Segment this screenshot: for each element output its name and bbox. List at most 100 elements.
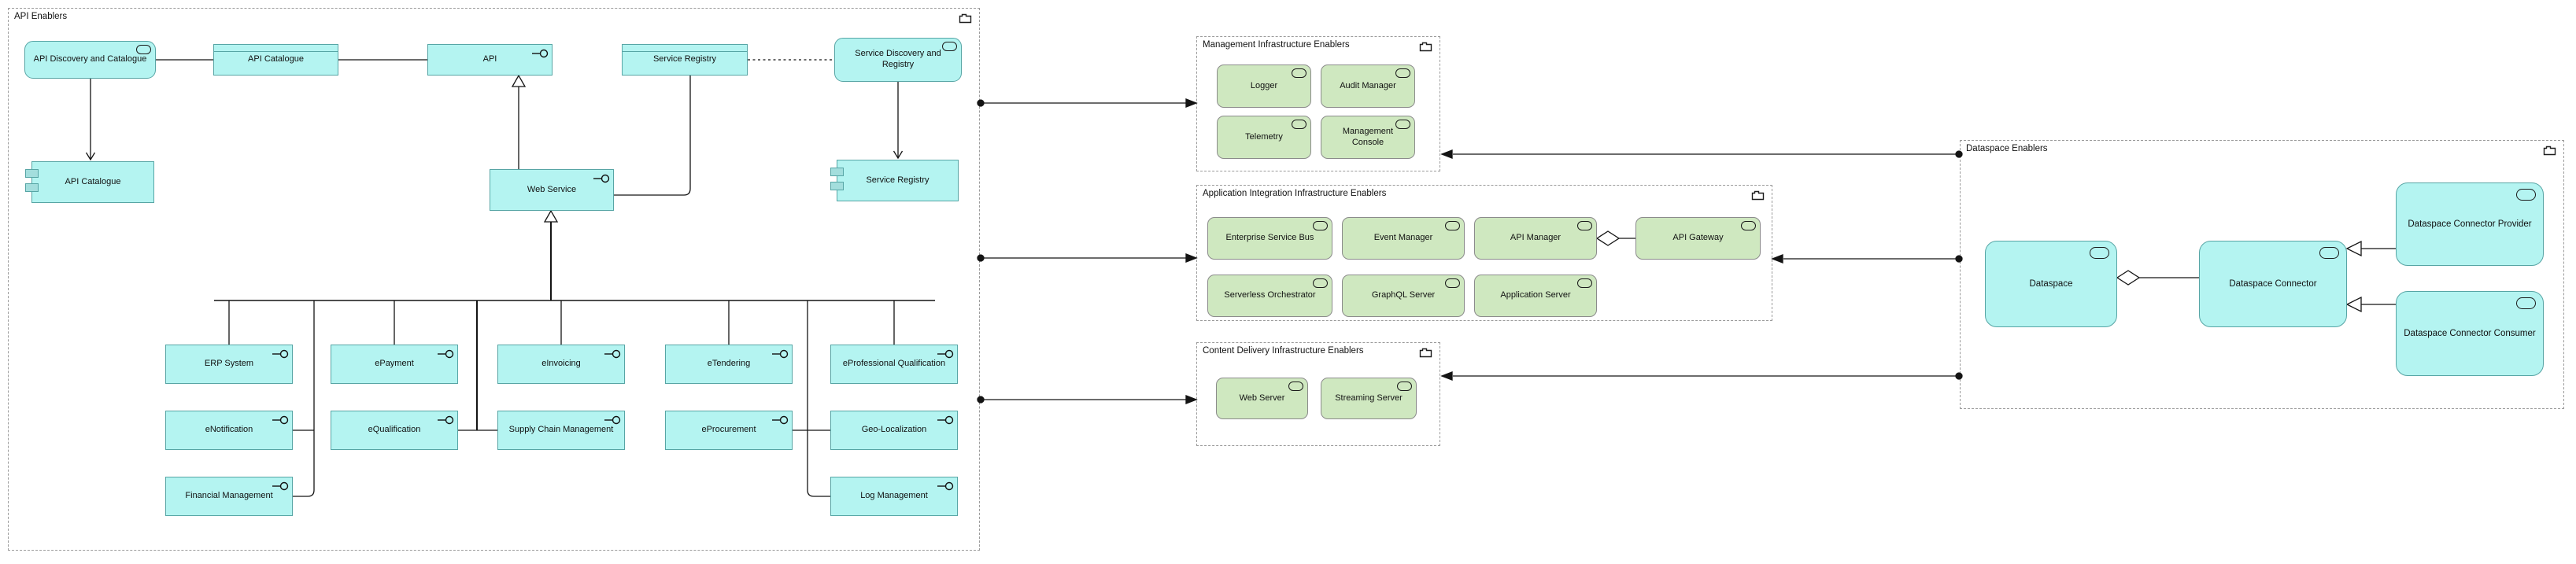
node-service-registry-data-object[interactable]: Service Registry	[622, 44, 748, 76]
application-service-icon	[1292, 68, 1306, 78]
node-dataspace-connector[interactable]: Dataspace Connector	[2199, 241, 2347, 327]
node-management-console[interactable]: Management Console	[1321, 116, 1415, 159]
node-erp-system[interactable]: ERP System	[165, 345, 293, 384]
application-service-icon	[2516, 297, 2536, 309]
group-title: Content Delivery Infrastructure Enablers	[1203, 346, 1364, 356]
node-label: Event Manager	[1373, 233, 1433, 243]
node-label: Dataspace Connector Consumer	[2404, 328, 2536, 338]
node-label: GraphQL Server	[1371, 290, 1436, 300]
node-api-manager[interactable]: API Manager	[1474, 217, 1597, 260]
node-label: Web Service	[527, 184, 577, 194]
node-label: eTendering	[707, 359, 751, 369]
node-label: Financial Management	[185, 491, 273, 501]
node-streaming-server[interactable]: Streaming Server	[1321, 378, 1417, 419]
node-web-server[interactable]: Web Server	[1216, 378, 1308, 419]
application-service-icon	[1288, 382, 1303, 391]
node-eprocurement[interactable]: eProcurement	[665, 411, 793, 450]
application-service-icon	[1292, 120, 1306, 129]
group-title: Management Infrastructure Enablers	[1203, 40, 1350, 50]
group-title: API Enablers	[14, 12, 68, 21]
group-api-enablers[interactable]: API Enablers	[8, 8, 980, 551]
node-label: Logger	[1250, 80, 1278, 90]
node-api-gateway[interactable]: API Gateway	[1635, 217, 1761, 260]
node-label: API Catalogue	[65, 176, 121, 186]
application-service-icon	[1313, 278, 1328, 288]
node-label: eProfessional Qualification	[842, 359, 946, 369]
node-service-discovery-and-registry[interactable]: Service Discovery and Registry	[834, 38, 962, 82]
node-enterprise-service-bus[interactable]: Enterprise Service Bus	[1207, 217, 1332, 260]
node-eprofessional-qualification[interactable]: eProfessional Qualification	[830, 345, 958, 384]
node-label: eInvoicing	[541, 359, 581, 369]
provided-interface-icon	[532, 49, 549, 58]
node-application-server[interactable]: Application Server	[1474, 275, 1597, 317]
application-service-icon	[1577, 221, 1592, 230]
node-label: Geo-Localization	[861, 425, 927, 435]
node-label: Management Console	[1342, 126, 1394, 147]
node-label: Audit Manager	[1340, 80, 1396, 90]
application-service-icon	[1397, 382, 1412, 391]
application-service-icon	[1313, 221, 1328, 230]
node-label: Service Registry	[652, 54, 717, 65]
node-label: Supply Chain Management	[508, 425, 614, 435]
node-audit-manager[interactable]: Audit Manager	[1321, 65, 1415, 108]
node-label: ePayment	[375, 359, 414, 369]
provided-interface-icon	[593, 174, 610, 183]
provided-interface-icon	[272, 481, 289, 491]
provided-interface-icon	[272, 415, 289, 425]
node-api[interactable]: API	[427, 44, 553, 76]
group-content-delivery-infrastructure-enablers[interactable]: Content Delivery Infrastructure Enablers	[1196, 342, 1440, 446]
node-label: Log Management	[860, 491, 928, 501]
node-web-service[interactable]: Web Service	[490, 169, 614, 211]
node-event-manager[interactable]: Event Manager	[1342, 217, 1465, 260]
group-dataspace-enablers[interactable]: Dataspace Enablers	[1960, 140, 2564, 409]
node-equalification[interactable]: eQualification	[331, 411, 458, 450]
group-title: Dataspace Enablers	[1966, 144, 2048, 153]
node-label: Dataspace Connector Provider	[2408, 219, 2532, 229]
node-dataspace-connector-provider[interactable]: Dataspace Connector Provider	[2396, 182, 2544, 266]
folder-icon	[959, 13, 972, 24]
node-label: Streaming Server	[1335, 393, 1403, 403]
node-label: eQualification	[368, 425, 421, 435]
node-dataspace[interactable]: Dataspace	[1985, 241, 2117, 327]
node-einvoicing[interactable]: eInvoicing	[497, 345, 625, 384]
node-geo-localization[interactable]: Geo-Localization	[830, 411, 958, 450]
node-label: API Discovery and Catalogue	[33, 54, 147, 65]
node-supply-chain-management[interactable]: Supply Chain Management	[497, 411, 625, 450]
node-epayment[interactable]: ePayment	[331, 345, 458, 384]
application-service-icon	[2090, 247, 2109, 259]
group-application-integration-infrastructure-enablers[interactable]: Application Integration Infrastructure E…	[1196, 185, 1772, 321]
node-api-catalogue-data-object[interactable]: API Catalogue	[213, 44, 338, 76]
node-logger[interactable]: Logger	[1217, 65, 1311, 108]
node-label: API	[482, 54, 497, 65]
provided-interface-icon	[772, 415, 789, 425]
node-label: Serverless Orchestrator	[1224, 290, 1316, 300]
provided-interface-icon	[604, 415, 621, 425]
provided-interface-icon	[937, 349, 954, 359]
provided-interface-icon	[604, 349, 621, 359]
node-telemetry[interactable]: Telemetry	[1217, 116, 1311, 159]
node-etendering[interactable]: eTendering	[665, 345, 793, 384]
application-service-icon	[2516, 189, 2536, 201]
component-icon	[830, 168, 844, 176]
application-service-icon	[1395, 68, 1410, 78]
node-dataspace-connector-consumer[interactable]: Dataspace Connector Consumer	[2396, 291, 2544, 376]
node-enotification[interactable]: eNotification	[165, 411, 293, 450]
application-service-icon	[2319, 247, 2339, 259]
node-label: eProcurement	[701, 425, 756, 435]
node-serverless-orchestrator[interactable]: Serverless Orchestrator	[1207, 275, 1332, 317]
node-label: Web Server	[1239, 393, 1285, 403]
application-service-icon	[136, 45, 151, 54]
group-title: Application Integration Infrastructure E…	[1203, 189, 1387, 198]
node-graphql-server[interactable]: GraphQL Server	[1342, 275, 1465, 317]
node-financial-management[interactable]: Financial Management	[165, 477, 293, 516]
node-log-management[interactable]: Log Management	[830, 477, 958, 516]
provided-interface-icon	[772, 349, 789, 359]
node-api-discovery-and-catalogue[interactable]: API Discovery and Catalogue	[24, 41, 156, 79]
component-icon	[25, 183, 39, 192]
application-service-icon	[1445, 278, 1460, 288]
folder-icon	[1419, 348, 1432, 358]
node-api-catalogue-component[interactable]: API Catalogue	[25, 161, 154, 203]
node-label: Dataspace	[2029, 278, 2073, 289]
node-service-registry-component[interactable]: Service Registry	[830, 160, 959, 201]
